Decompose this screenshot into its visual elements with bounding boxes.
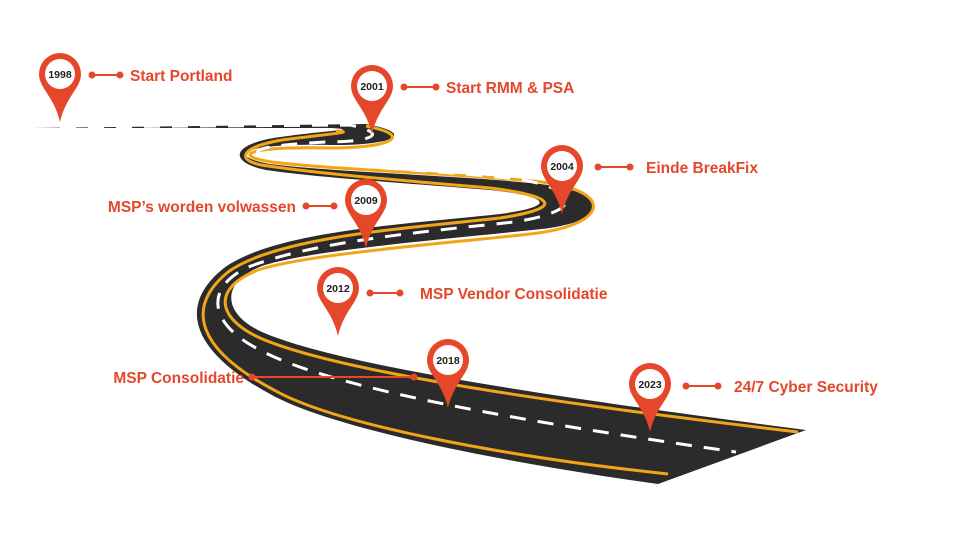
pin-inner-circle bbox=[547, 151, 577, 181]
connector-dot bbox=[410, 373, 418, 381]
milestone-label: Start RMM & PSA bbox=[446, 80, 574, 97]
milestone-label: MSP Vendor Consolidatie bbox=[420, 286, 608, 303]
connector-dot bbox=[116, 71, 124, 79]
pin-inner-circle bbox=[351, 185, 381, 215]
milestone-year: 2001 bbox=[360, 81, 384, 93]
milestone-year: 2004 bbox=[550, 161, 574, 173]
milestone-label: Einde BreakFix bbox=[646, 160, 758, 177]
milestone-year: 2012 bbox=[326, 283, 350, 295]
milestone-year: 1998 bbox=[48, 69, 72, 81]
connector-dot bbox=[366, 289, 374, 297]
milestone-label: MSP’s worden volwassen bbox=[108, 199, 296, 216]
connector-dot bbox=[396, 289, 404, 297]
pin-inner-circle bbox=[323, 273, 353, 303]
connector-dot bbox=[248, 373, 256, 381]
connector-dot bbox=[714, 382, 722, 390]
milestone-year: 2018 bbox=[436, 355, 460, 367]
road-asphalt bbox=[32, 124, 806, 484]
milestone-2009: 2009 MSP’s worden volwassen bbox=[108, 179, 387, 248]
road bbox=[32, 123, 806, 484]
pin-inner-circle bbox=[357, 71, 387, 101]
milestone-2001: 2001 Start RMM & PSA bbox=[351, 65, 574, 134]
connector-dot bbox=[330, 202, 338, 210]
milestone-label: MSP Consolidatie bbox=[113, 370, 244, 387]
pin-inner-circle bbox=[433, 345, 463, 375]
connector-dot bbox=[682, 382, 690, 390]
connector-dot bbox=[302, 202, 310, 210]
road-center-line bbox=[59, 123, 737, 454]
milestone-year: 2023 bbox=[638, 379, 662, 391]
connector-dot bbox=[400, 83, 408, 91]
road-edge-line-inner bbox=[201, 129, 669, 476]
connector-dot bbox=[626, 163, 634, 171]
milestone-label: 24/7 Cyber Security bbox=[734, 379, 878, 396]
pin-inner-circle bbox=[45, 59, 75, 89]
milestone-2023: 2023 24/7 Cyber Security bbox=[629, 363, 878, 432]
connector-dot bbox=[432, 83, 440, 91]
milestone-year: 2009 bbox=[354, 195, 378, 207]
milestone-label: Start Portland bbox=[130, 68, 232, 85]
connector-dot bbox=[88, 71, 96, 79]
pin-inner-circle bbox=[635, 369, 665, 399]
milestone-2004: 2004 Einde BreakFix bbox=[541, 145, 758, 214]
milestone-2012: 2012 MSP Vendor Consolidatie bbox=[317, 266, 608, 336]
connector-dot bbox=[594, 163, 602, 171]
milestone-1998: 1998 Start Portland bbox=[39, 53, 232, 122]
